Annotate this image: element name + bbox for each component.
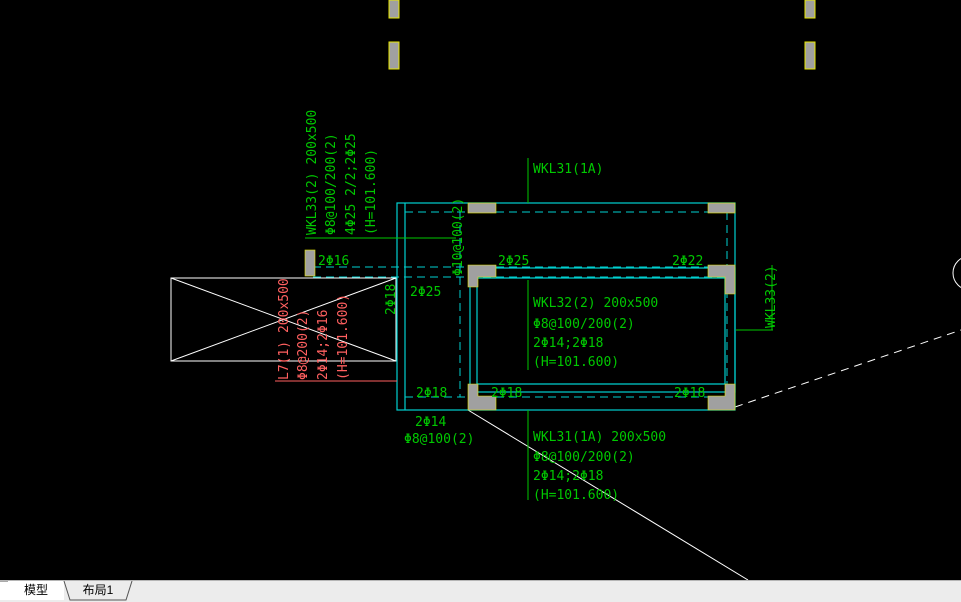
rebar-2d16: 2Φ16 — [318, 254, 349, 269]
rebar-2d14: 2Φ14 — [415, 415, 446, 430]
opening-box — [170, 277, 397, 362]
axis-bubble — [952, 257, 961, 289]
wkl32-label-2: Φ8@100/200(2) — [533, 317, 635, 332]
rebar-2d18-vertical: 2Φ18 — [384, 284, 399, 315]
tab-model[interactable]: 模型 — [8, 581, 64, 600]
beam-outline — [396, 202, 736, 411]
column-top-left-1 — [388, 0, 400, 19]
rebar-bottom-mid-2d18: 2Φ18 — [491, 386, 522, 401]
rebar-phi10: Φ10@100(2) — [451, 198, 466, 276]
diagonal-line — [467, 409, 749, 581]
wkl33-right-label: WKL33(2) — [764, 265, 779, 328]
l7-label-2: Φ8@200(2) — [296, 310, 311, 380]
column-top-left-2 — [388, 41, 400, 70]
tab-layout1[interactable]: 布局1 — [82, 583, 114, 597]
wkl31-label-4: (H=101.600) — [533, 488, 619, 503]
tab-outline — [0, 581, 133, 601]
wkl33-label-2: Φ8@100/200(2) — [324, 133, 339, 235]
cad-drawing: WKL31(1A) WKL33(2) 200x500 Φ8@100/200(2)… — [170, 0, 961, 581]
wkl31-top-label: WKL31(1A) — [533, 162, 603, 177]
l7-label-1: L7(1) 200x500 — [277, 278, 292, 380]
layout-tab-bar: 模型 布局1 — [0, 580, 961, 602]
wkl33-label-1: WKL33(2) 200x500 — [305, 110, 320, 235]
rebar-phi8: Φ8@100(2) — [404, 432, 474, 447]
drawing-canvas[interactable]: WKL31(1A) WKL33(2) 200x500 Φ8@100/200(2)… — [0, 0, 961, 581]
wkl32-label-4: (H=101.600) — [533, 355, 619, 370]
columns — [304, 202, 736, 411]
l7-label-3: 2Φ14;2Φ16 — [316, 310, 331, 380]
l7-label-4: (H=101.600) — [336, 294, 351, 380]
leader-lines — [305, 158, 773, 500]
column-top-right-2 — [804, 41, 816, 70]
wkl32-label-1: WKL32(2) 200x500 — [533, 296, 658, 311]
tab-scroll-area — [0, 581, 8, 600]
rebar-bottom-left-2d18: 2Φ18 — [416, 386, 447, 401]
rebar-top-2d25: 2Φ25 — [498, 254, 529, 269]
wkl31-label-2: Φ8@100/200(2) — [533, 450, 635, 465]
rebar-left-2d25: 2Φ25 — [410, 285, 441, 300]
wkl31-label-3: 2Φ14;2Φ18 — [533, 469, 603, 484]
beam-hidden-lines — [313, 211, 735, 398]
wkl33-label-4: (H=101.600) — [364, 149, 379, 235]
wkl33-label-3: 4Φ25 2/2;2Φ25 — [344, 133, 359, 235]
column-top-right-1 — [804, 0, 816, 19]
wkl31-label-1: WKL31(1A) 200x500 — [533, 430, 666, 445]
wkl32-label-3: 2Φ14;2Φ18 — [533, 336, 603, 351]
dashed-line-right — [734, 329, 961, 408]
rebar-bottom-right-2d18: 2Φ18 — [674, 386, 705, 401]
rebar-top-2d22: 2Φ22 — [672, 254, 703, 269]
